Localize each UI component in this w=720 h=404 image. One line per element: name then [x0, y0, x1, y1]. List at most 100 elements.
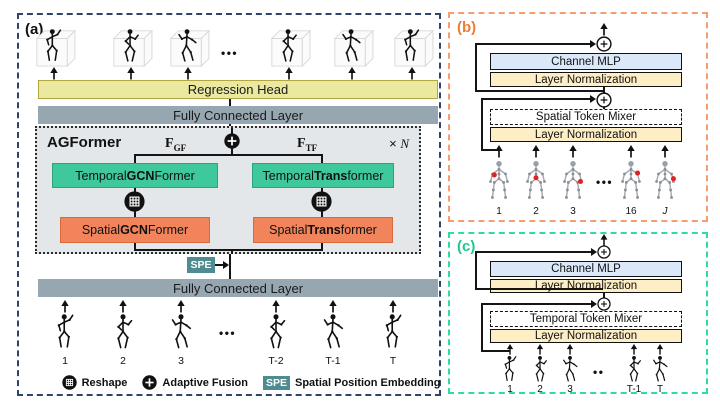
layer-norm-upper-box: Layer Normalization [490, 279, 682, 293]
highlighted-joint-dot [533, 175, 539, 181]
branch-line [134, 154, 323, 156]
frame-label: 2 [537, 384, 543, 395]
residual-add-icon [597, 245, 611, 259]
connector-line [603, 87, 605, 93]
arrow-up-icon [271, 300, 281, 313]
input-pose: T-2 [257, 300, 295, 367]
spatial-token-mixer-box: Spatial Token Mixer [490, 109, 682, 125]
skip-line [475, 288, 603, 290]
reshape-icon [124, 191, 145, 212]
connector-line [134, 154, 136, 163]
output-pose [108, 27, 154, 80]
ellipsis: ••• [219, 326, 237, 340]
input-pose: 2 [104, 300, 142, 367]
joint-label: 3 [570, 206, 576, 217]
joint-skeleton-icon [519, 159, 553, 204]
highlighted-joint-dot [670, 176, 676, 182]
arrow-up-icon [568, 145, 578, 158]
skip-line [481, 350, 510, 352]
channel-mlp-box: Channel MLP [490, 261, 682, 277]
output-pose [329, 27, 375, 80]
frame-label: 1 [62, 355, 68, 367]
reshape-icon [62, 375, 77, 390]
arrow-up-icon [284, 67, 294, 80]
ellipsis: •• [593, 365, 605, 379]
output-pose [389, 27, 435, 80]
skeleton-pose-icon [314, 313, 352, 353]
pose-cube-icon [31, 28, 77, 67]
skip-arrowhead-icon [590, 40, 596, 48]
arrow-up-icon [60, 300, 70, 313]
layer-norm-lower-box: Layer Normalization [490, 127, 682, 142]
arrow-up-icon [565, 344, 575, 355]
arrow-up-icon [347, 67, 357, 80]
skip-line [475, 43, 592, 45]
pose-cube-icon [165, 28, 211, 67]
arrow-up-icon [126, 67, 136, 80]
joint-label: 1 [496, 206, 502, 217]
arrow-up-icon [629, 344, 639, 355]
connector-line [321, 243, 323, 250]
connector-line [229, 99, 231, 106]
connector-line [231, 128, 233, 134]
skeleton-pose-icon [46, 313, 84, 353]
skip-line [475, 251, 593, 253]
frame-label: 3 [178, 355, 184, 367]
spe-arrow-line [215, 264, 225, 266]
connector-line [229, 254, 231, 279]
arrow-up-icon [599, 23, 609, 36]
frame-label: T-2 [268, 355, 284, 367]
frame-label: T [389, 355, 397, 367]
skeleton-pose-icon [495, 355, 525, 385]
pose-cube-icon [389, 28, 435, 67]
residual-add-icon [597, 297, 611, 311]
joint-label: 2 [533, 206, 539, 217]
frame-label: 2 [120, 355, 126, 367]
adaptive-fusion-icon [224, 133, 240, 149]
residual-add-icon [596, 92, 612, 108]
skip-line [481, 303, 593, 305]
arrow-up-icon [494, 145, 504, 158]
output-pose [266, 27, 312, 80]
pose-cube-icon [329, 28, 375, 67]
panel-c: (c) Channel MLP Layer Normalization Temp… [448, 232, 708, 395]
layer-norm-lower-box: Layer Normalization [490, 329, 682, 343]
output-pose [165, 27, 211, 80]
output-pose [31, 27, 77, 80]
arrow-up-icon [407, 67, 417, 80]
frame-label: T-1 [626, 384, 642, 395]
input-pose: T-1 [314, 300, 352, 367]
panel-c-tag: (c) [457, 238, 476, 255]
skip-arrowhead-icon [591, 300, 597, 308]
ellipsis: ••• [221, 46, 239, 60]
fully-connected-top-bar: Fully Connected Layer [38, 106, 438, 124]
times-n-label: × N [389, 136, 409, 151]
skeleton-pose-icon [645, 355, 675, 385]
highlighted-joint-dot [491, 172, 497, 178]
temporal-token-mixer-box: Temporal Token Mixer [490, 311, 682, 327]
spe-badge: SPE [262, 375, 290, 390]
agformer-title: AGFormer [47, 134, 122, 151]
arrow-up-icon [531, 145, 541, 158]
skip-line [481, 98, 592, 100]
arrow-up-icon [118, 300, 128, 313]
skeleton-pose-icon [257, 313, 295, 353]
ellipsis: ••• [596, 175, 614, 189]
fully-connected-bottom-bar: Fully Connected Layer [38, 279, 438, 297]
join-line [134, 249, 323, 251]
residual-add-icon [596, 36, 612, 52]
pose-cube-icon [266, 28, 312, 67]
skip-line [481, 304, 483, 351]
skip-line [475, 44, 477, 91]
panel-a: (a) ••• Regression Head [17, 13, 441, 396]
channel-mlp-box: Channel MLP [490, 53, 682, 70]
skeleton-pose-icon [555, 355, 585, 385]
feature-tf-label: FTF [297, 136, 318, 153]
feature-gf-label: FGF [165, 136, 187, 153]
connector-line [231, 249, 233, 254]
arrow-up-icon [49, 67, 59, 80]
arrow-up-icon [176, 300, 186, 313]
reshape-icon [311, 191, 332, 212]
